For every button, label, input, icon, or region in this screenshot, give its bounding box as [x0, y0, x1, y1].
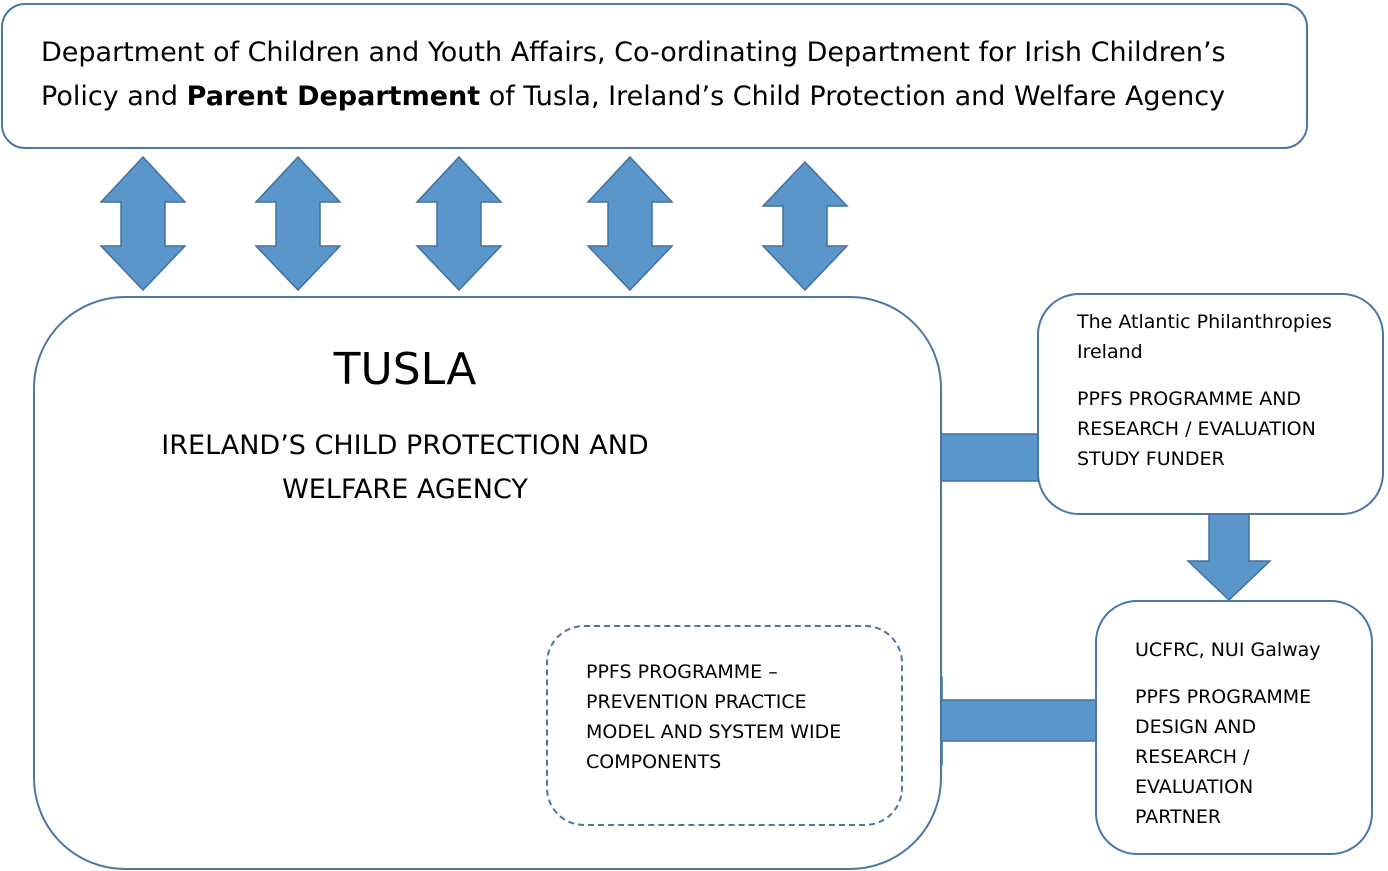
- ucfrc-role-line: EVALUATION: [1135, 776, 1254, 798]
- department-box: Department of Children and Youth Affairs…: [1, 3, 1308, 149]
- atlantic-role-line: STUDY FUNDER: [1077, 448, 1225, 470]
- ppfs-line: MODEL AND SYSTEM WIDE: [586, 721, 842, 743]
- ppfs-line: COMPONENTS: [586, 751, 722, 773]
- parent-department-label: Parent Department: [186, 81, 481, 112]
- ucfrc-role-line: RESEARCH /: [1135, 746, 1250, 768]
- atlantic-philanthropies-box: The Atlantic Philanthropies Ireland PPFS…: [1037, 293, 1384, 515]
- ucfrc-role-line: DESIGN AND: [1135, 716, 1257, 738]
- ucfrc-name: UCFRC, NUI Galway: [1135, 639, 1321, 661]
- department-line-2-start: Policy and: [41, 81, 187, 112]
- atlantic-role: PPFS PROGRAMME AND RESEARCH / EVALUATION…: [1077, 384, 1382, 474]
- atlantic-role-line: PPFS PROGRAMME AND: [1077, 388, 1302, 410]
- department-line-1: Department of Children and Youth Affairs…: [41, 37, 1226, 68]
- ppfs-line: PREVENTION PRACTICE: [586, 691, 807, 713]
- double-arrow-2: [254, 155, 342, 292]
- tusla-box: TUSLA IRELAND’S CHILD PROTECTION AND WEL…: [33, 296, 942, 870]
- tusla-title: TUSLA: [333, 344, 477, 395]
- down-arrow-atlantic-to-ucfrc: [1186, 513, 1272, 602]
- double-arrow-1: [99, 155, 187, 292]
- ucfrc-box: UCFRC, NUI Galway PPFS PROGRAMME DESIGN …: [1095, 600, 1373, 855]
- ucfrc-role-line: PARTNER: [1135, 806, 1222, 828]
- double-arrow-4: [586, 155, 674, 292]
- atlantic-name-line-2: Ireland: [1077, 341, 1143, 363]
- double-arrow-5: [761, 160, 849, 292]
- ucfrc-role: PPFS PROGRAMME DESIGN AND RESEARCH / EVA…: [1135, 682, 1371, 832]
- ucfrc-role-line: PPFS PROGRAMME: [1135, 686, 1312, 708]
- department-line-2: Policy and Parent Department of Tusla, I…: [41, 75, 1306, 119]
- ppfs-line: PPFS PROGRAMME –: [586, 661, 778, 683]
- atlantic-role-line: RESEARCH / EVALUATION: [1077, 418, 1316, 440]
- atlantic-name-line-1: The Atlantic Philanthropies: [1077, 311, 1332, 333]
- tusla-subtitle: IRELAND’S CHILD PROTECTION AND WELFARE A…: [35, 424, 775, 512]
- tusla-subtitle-line-2: WELFARE AGENCY: [282, 474, 528, 505]
- department-line-2-end: of Tusla, Ireland’s Child Protection and…: [480, 81, 1226, 112]
- tusla-subtitle-line-1: IRELAND’S CHILD PROTECTION AND: [161, 430, 649, 461]
- double-arrow-3: [415, 155, 503, 292]
- ppfs-programme-box: PPFS PROGRAMME – PREVENTION PRACTICE MOD…: [546, 625, 903, 826]
